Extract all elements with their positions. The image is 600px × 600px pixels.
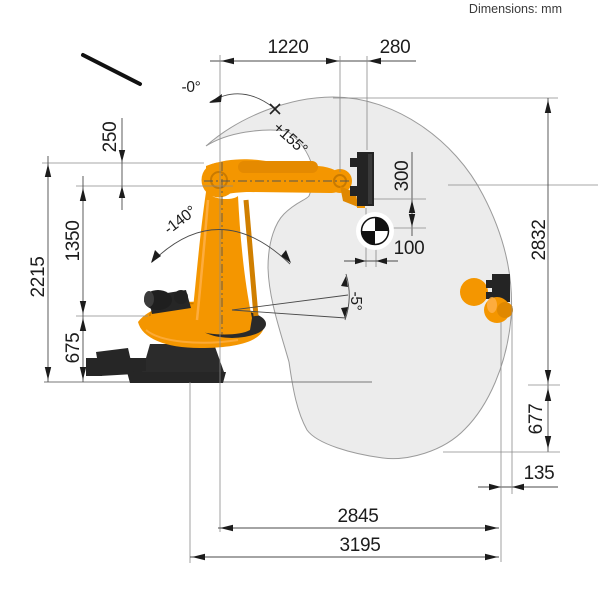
dim-2845: 2845 (337, 506, 378, 527)
dim-135: 135 (524, 463, 555, 484)
section-slash-mark (81, 53, 142, 86)
dim-675: 675 (63, 333, 84, 364)
dim-2832: 2832 (529, 219, 550, 260)
dim-280: 280 (380, 37, 411, 58)
angle-minus-0: -0° (181, 79, 200, 96)
robot-forearm (201, 159, 365, 208)
robot-arm-column (192, 192, 259, 335)
dim-250: 250 (100, 122, 121, 153)
dim-2215: 2215 (28, 256, 49, 297)
robot-silhouette (86, 152, 513, 383)
angle-minus-140: -140° (161, 203, 200, 238)
robot-base-pedestal (86, 344, 226, 383)
center-of-gravity-symbol (356, 212, 394, 250)
dim-300: 300 (392, 161, 413, 192)
dim-100: 100 (394, 238, 425, 259)
angle-indicators (151, 93, 350, 321)
dim-3195: 3195 (339, 535, 380, 556)
dim-1220: 1220 (267, 37, 308, 58)
robot-wrist-second-pose (460, 274, 513, 323)
dimension-lines (42, 55, 598, 563)
angle-minus-5: -5° (347, 291, 364, 310)
dim-1350: 1350 (63, 220, 84, 261)
dim-677: 677 (526, 404, 547, 435)
robot-tool (350, 152, 374, 206)
dimension-arrows (44, 57, 552, 561)
labels: Dimensions: mm 1220 280 -0° +155° -140° … (28, 2, 562, 556)
units-note: Dimensions: mm (469, 2, 562, 16)
robot-motors (144, 290, 191, 314)
